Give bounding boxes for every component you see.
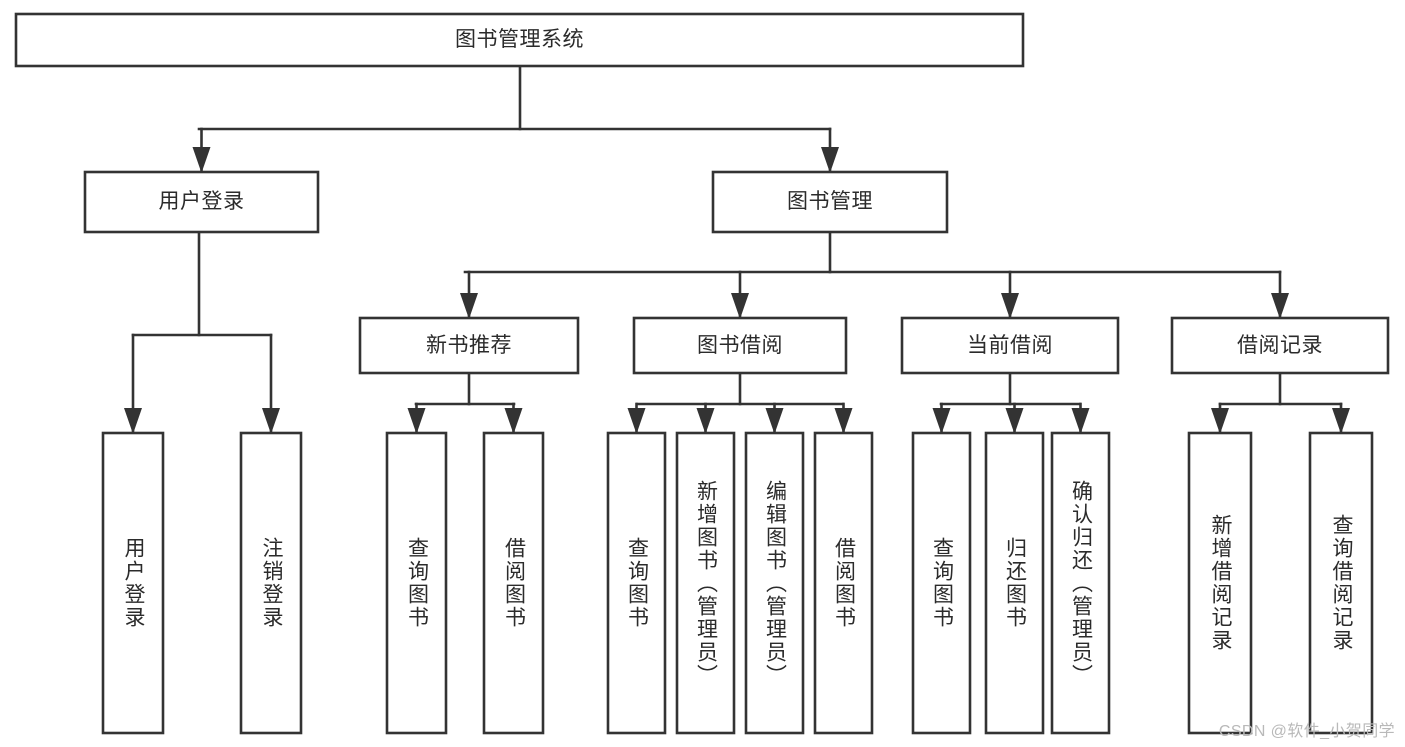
level2-node-new-book-recommend-box[interactable]	[358, 316, 580, 375]
arrow-head-icon-user-login	[192, 147, 211, 173]
arrow-head-icon-leaf-query-book-3	[932, 408, 951, 434]
arrow-head-icon-leaf-query-book-1	[407, 408, 426, 434]
arrow-head-icon-leaf-logout-login	[262, 408, 280, 434]
leaf-node-leaf-query-record-box[interactable]	[1308, 431, 1374, 735]
arrow-head-icon-leaf-borrow-book-2	[834, 408, 853, 434]
leaf-node-leaf-return-book-box[interactable]	[984, 431, 1045, 735]
arrow-head-icon-leaf-return-book	[1005, 408, 1024, 434]
arrow-head-icon-leaf-confirm-return	[1071, 408, 1090, 434]
leaf-node-leaf-borrow-book-1-box[interactable]	[482, 431, 545, 735]
level2-node-borrow-record-box[interactable]	[1170, 316, 1390, 375]
leaf-node-leaf-user-login-box[interactable]	[101, 431, 165, 735]
leaf-node-leaf-add-record-box[interactable]	[1187, 431, 1253, 735]
arrow-head-icon-book-manage	[821, 147, 839, 173]
arrow-head-icon-leaf-edit-book	[765, 408, 784, 434]
level2-node-current-borrow-box[interactable]	[900, 316, 1120, 375]
arrow-head-icon-leaf-query-book-2	[627, 408, 646, 434]
leaf-node-leaf-add-book-box[interactable]	[675, 431, 736, 735]
arrow-head-icon-leaf-borrow-book-1	[504, 408, 523, 434]
leaf-node-leaf-confirm-return-box[interactable]	[1050, 431, 1111, 735]
connectors-layer	[124, 64, 1350, 434]
leaf-node-leaf-query-book-1-box[interactable]	[385, 431, 448, 735]
leaf-node-leaf-query-book-2-box[interactable]	[606, 431, 667, 735]
arrow-head-icon-book-borrow	[731, 293, 749, 319]
leaf-node-leaf-borrow-book-2-box[interactable]	[813, 431, 874, 735]
leaf-node-leaf-query-book-3-box[interactable]	[911, 431, 972, 735]
leaf-node-leaf-logout-login-box[interactable]	[239, 431, 303, 735]
arrow-head-icon-leaf-user-login	[124, 408, 142, 434]
arrow-head-icon-leaf-add-record	[1211, 408, 1229, 434]
csdn-watermark: CSDN @软件_小贺同学	[1218, 723, 1395, 740]
arrow-head-icon-leaf-query-record	[1332, 408, 1350, 434]
boxes-layer	[14, 12, 1390, 735]
level2-node-book-borrow-box[interactable]	[632, 316, 848, 375]
root-node-root-box[interactable]	[14, 12, 1025, 68]
arrow-head-icon-new-book-recommend	[460, 293, 478, 319]
arrow-head-icon-borrow-record	[1271, 293, 1289, 319]
arrow-head-icon-current-borrow	[1001, 293, 1019, 319]
arrow-head-icon-leaf-add-book	[696, 408, 715, 434]
leaf-node-leaf-edit-book-box[interactable]	[744, 431, 805, 735]
level1-node-user-login-box[interactable]	[83, 170, 320, 234]
level1-node-book-manage-box[interactable]	[711, 170, 949, 234]
